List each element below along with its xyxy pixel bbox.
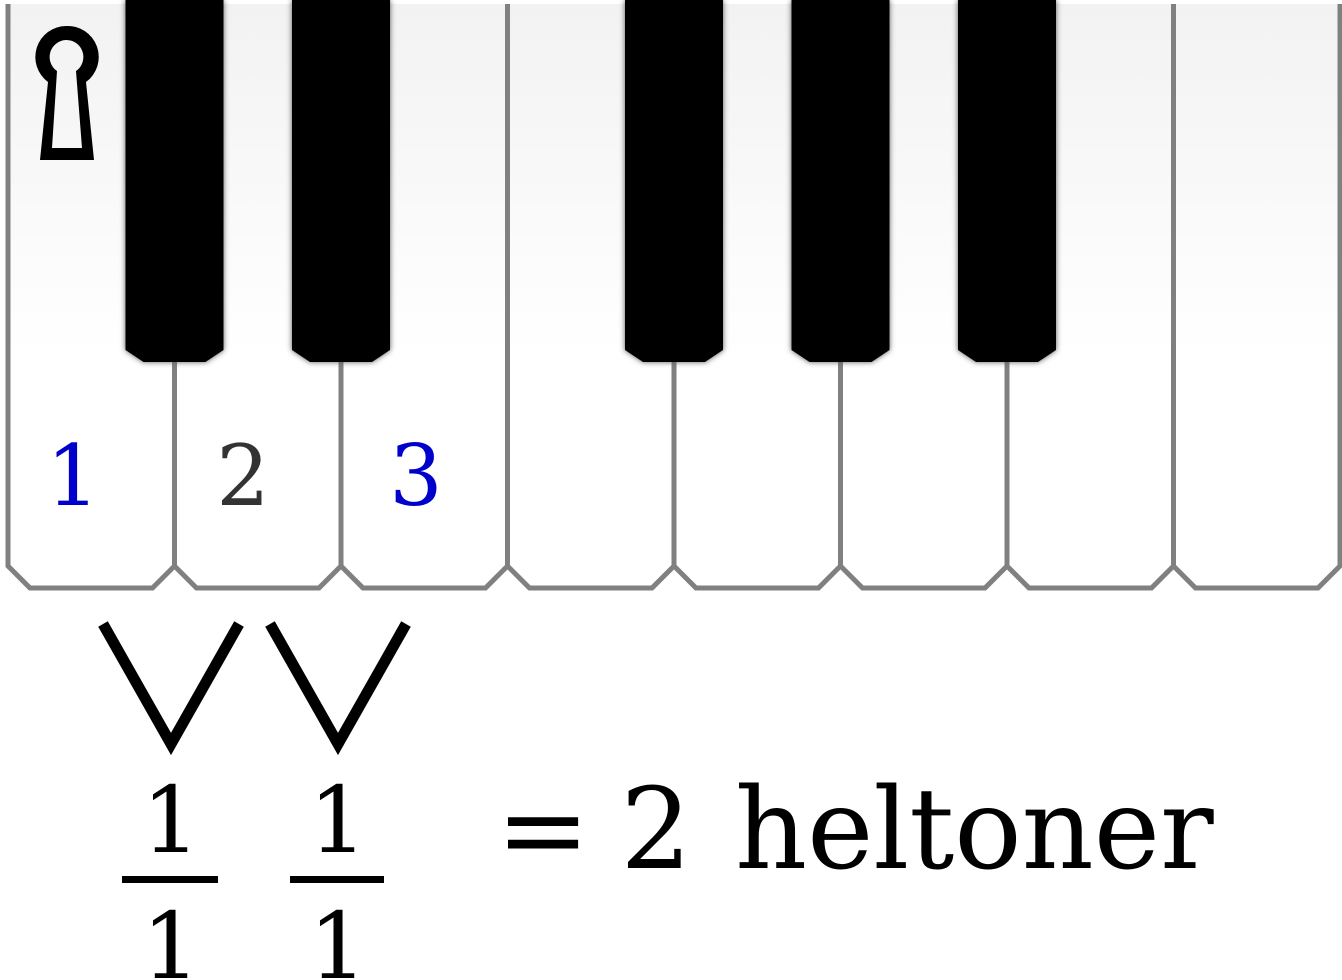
step-fraction-2: 1 1 bbox=[290, 767, 384, 980]
black-key bbox=[625, 0, 723, 362]
black-key bbox=[292, 0, 390, 362]
white-key bbox=[1171, 4, 1342, 591]
result-count: 2 bbox=[620, 765, 691, 895]
black-key bbox=[791, 0, 890, 362]
key-number-2: 2 bbox=[216, 427, 269, 525]
step-marker-1 bbox=[98, 621, 244, 756]
step-2-denominator: 1 bbox=[309, 893, 368, 980]
step-marker-2 bbox=[265, 621, 411, 756]
step-1-denominator: 1 bbox=[142, 893, 201, 980]
equals-sign: = bbox=[496, 765, 590, 895]
black-keys bbox=[125, 0, 1056, 362]
black-key bbox=[958, 0, 1056, 362]
step-fraction-1: 1 1 bbox=[122, 767, 218, 980]
keyhole-lock-icon bbox=[35, 25, 99, 160]
black-key bbox=[125, 0, 224, 362]
key-number-1: 1 bbox=[46, 427, 99, 525]
fraction-bar bbox=[290, 876, 384, 883]
result-unit: heltoner bbox=[735, 765, 1214, 895]
step-2-numerator: 1 bbox=[309, 767, 368, 874]
result-equation: = 2 heltoner bbox=[496, 765, 1214, 895]
fraction-bar bbox=[122, 876, 218, 883]
key-number-3: 3 bbox=[389, 427, 442, 525]
step-1-numerator: 1 bbox=[142, 767, 201, 874]
